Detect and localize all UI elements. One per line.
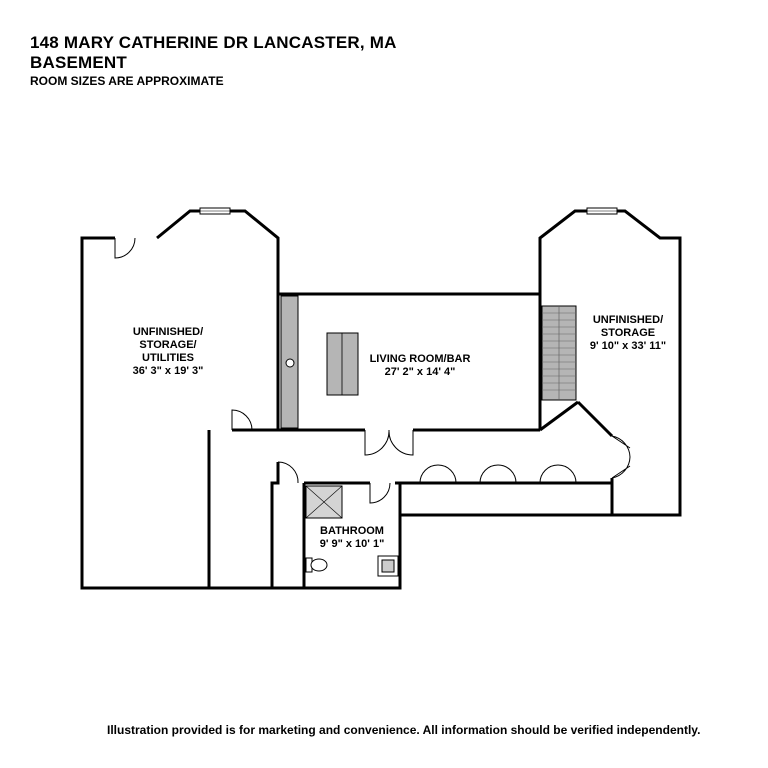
- floor-name: BASEMENT: [30, 53, 127, 72]
- toilet-icon: [305, 557, 328, 573]
- property-address: 148 MARY CATHERINE DR LANCASTER, MA: [30, 33, 397, 52]
- storage-right-label-2: STORAGE: [601, 327, 655, 339]
- storage-left-label-3: UTILITIES: [142, 352, 194, 364]
- bath-sink-icon: [377, 555, 399, 577]
- bathroom-label: BATHROOM: [320, 525, 384, 537]
- storage-right-label-1: UNFINISHED/: [593, 314, 663, 326]
- bar-island: [326, 332, 359, 396]
- storage-left-label-1: UNFINISHED/: [133, 326, 203, 338]
- size-note: ROOM SIZES ARE APPROXIMATE: [30, 74, 224, 88]
- door-bathroom: [369, 482, 391, 504]
- living-room-size: 27' 2" x 14' 4": [385, 366, 456, 378]
- sink-icon: [285, 358, 295, 368]
- door-storage-left: [231, 409, 253, 431]
- door-hall: [277, 461, 299, 484]
- door-storage-right: [611, 435, 631, 479]
- closet-door-2: [479, 464, 517, 484]
- bathroom-size: 9' 9" x 10' 1": [320, 538, 385, 550]
- doors: [114, 237, 631, 504]
- storage-left-label-2: STORAGE/: [139, 339, 196, 351]
- storage-right-size: 9' 10" x 33' 11": [590, 340, 666, 352]
- living-room-label: LIVING ROOM/BAR: [370, 353, 471, 365]
- door-storage-left-top: [114, 237, 136, 259]
- door-living-double: [364, 429, 414, 456]
- disclaimer-text: Illustration provided is for marketing a…: [107, 723, 701, 737]
- stairs: [541, 305, 577, 401]
- shower: [305, 485, 343, 519]
- closet-door-3: [539, 464, 577, 484]
- closet-door-1: [419, 464, 457, 484]
- storage-left-size: 36' 3" x 19' 3": [133, 365, 204, 377]
- walls: [80, 209, 682, 590]
